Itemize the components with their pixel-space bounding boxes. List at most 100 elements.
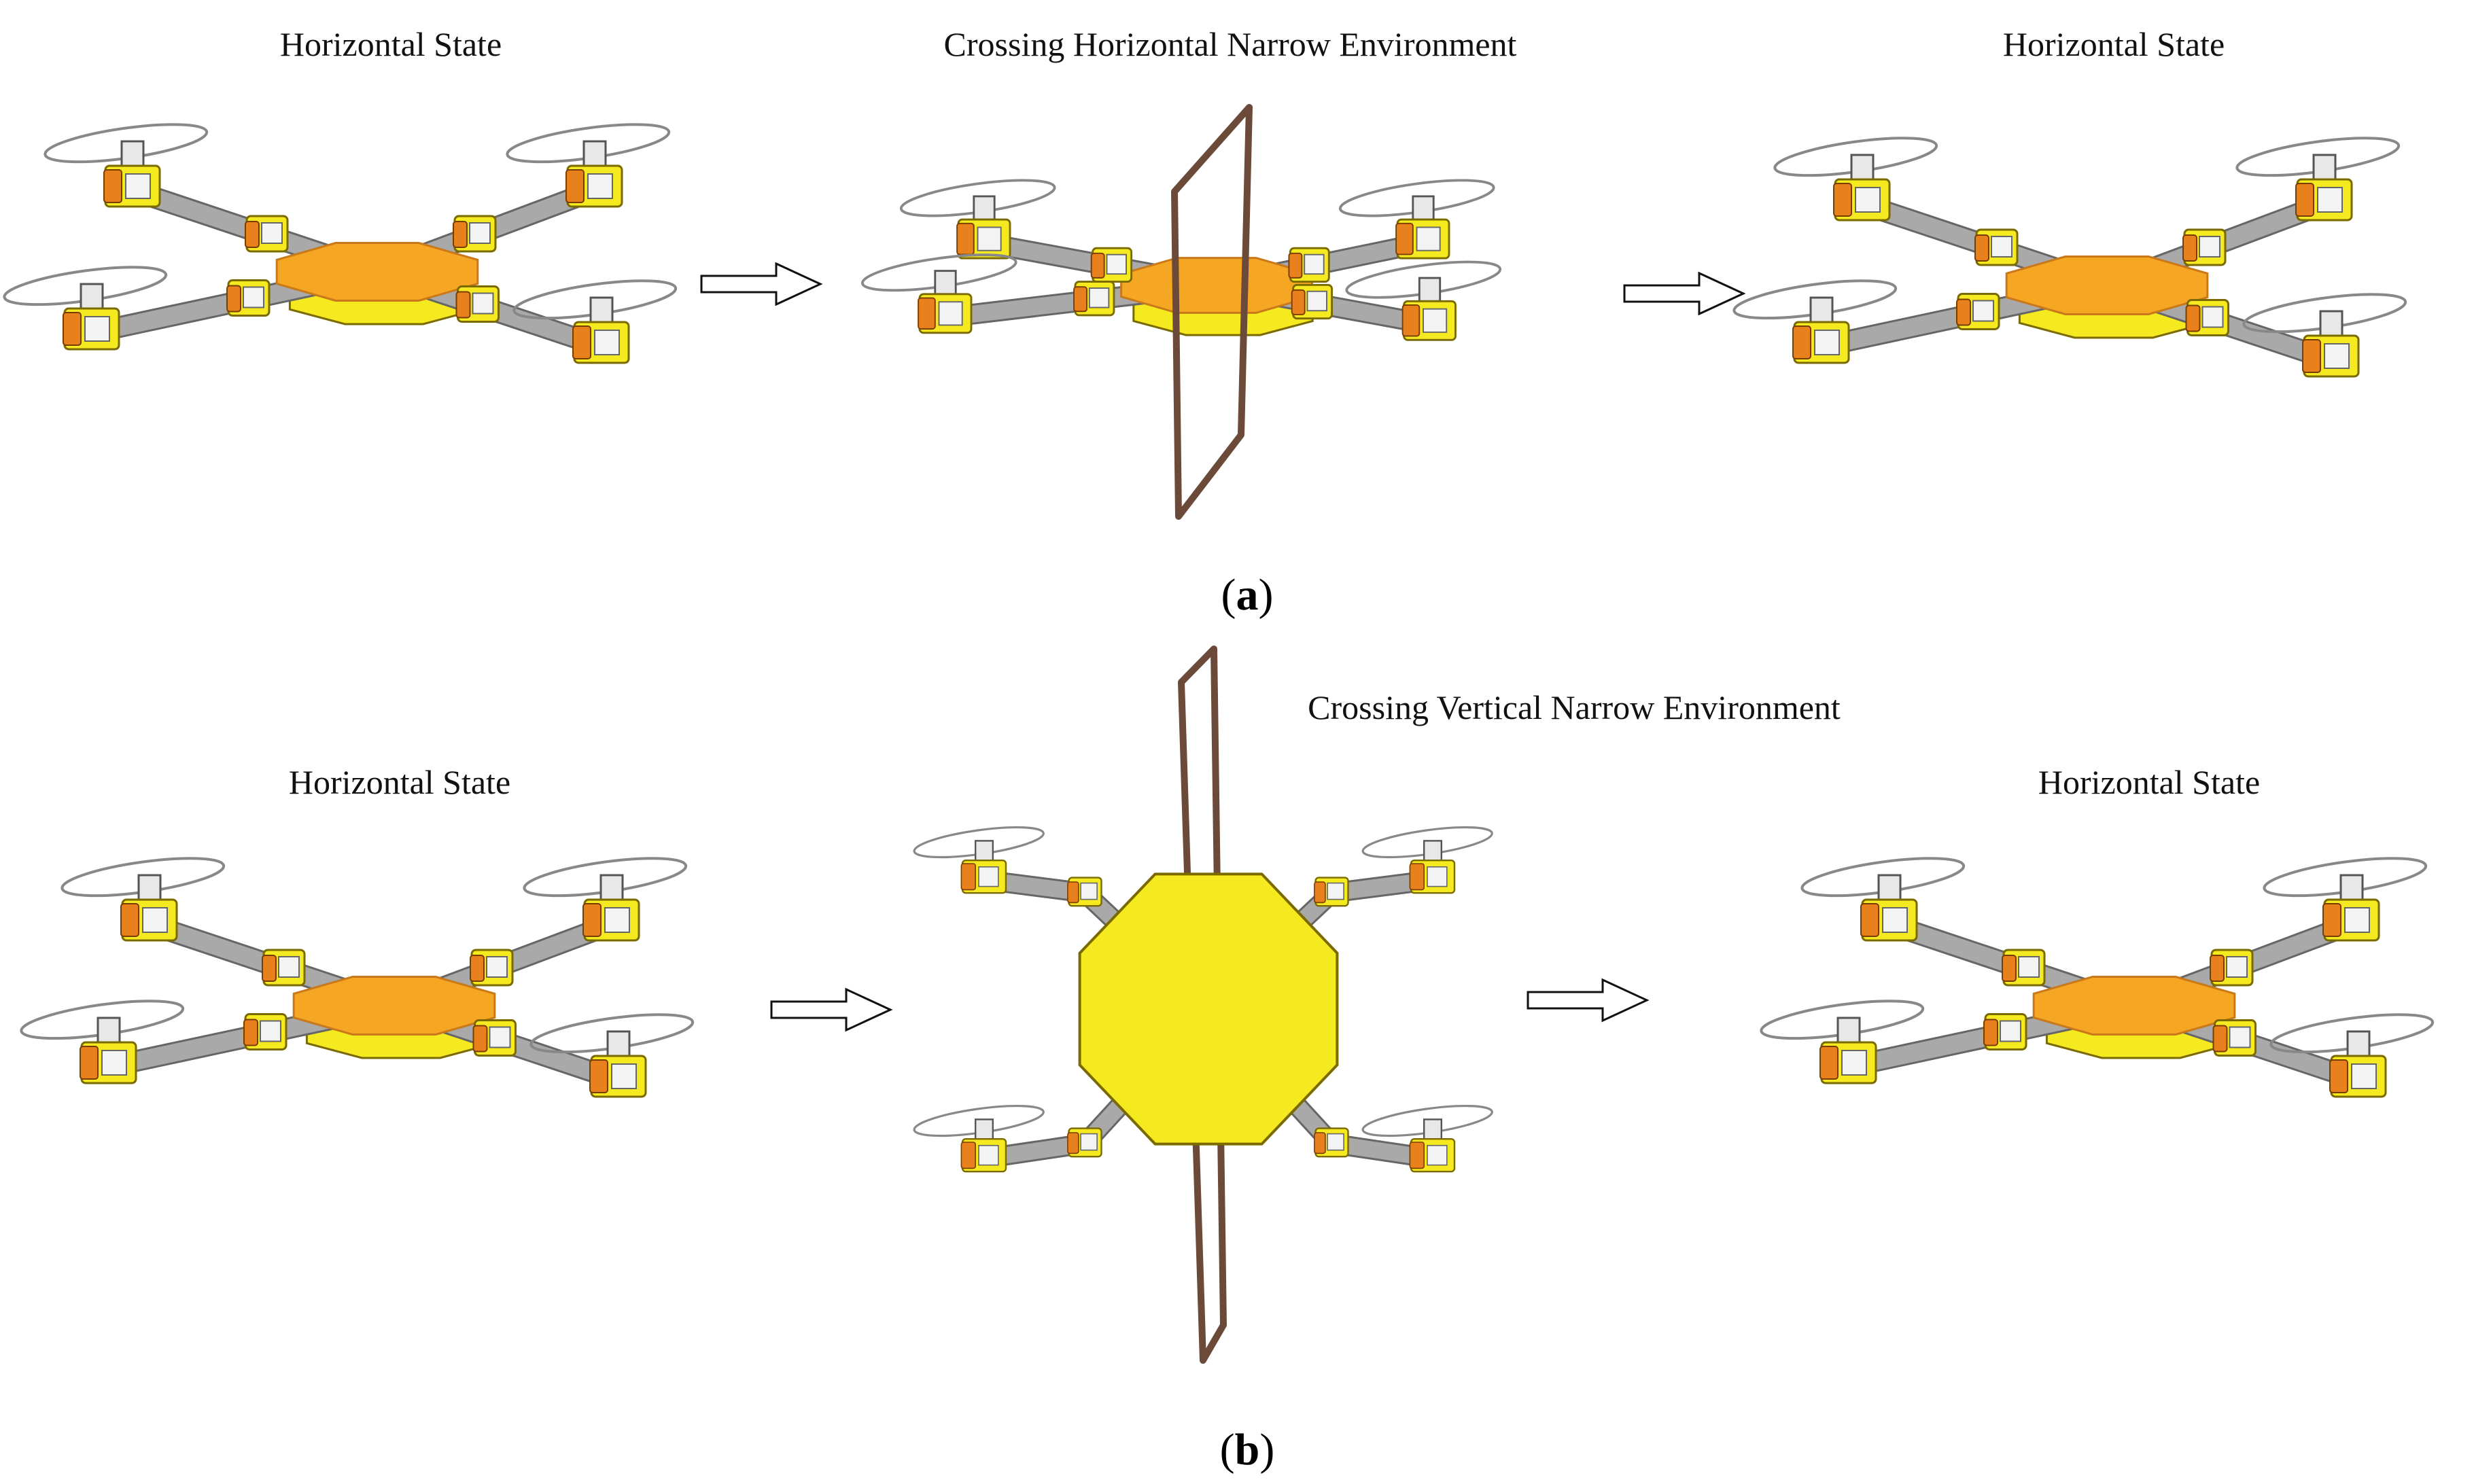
servo-bracket	[565, 169, 585, 203]
motor-icon	[1809, 296, 1834, 323]
motor-icon	[1423, 1118, 1443, 1140]
servo-window	[977, 226, 1002, 251]
panel-b-middle-label: Crossing Vertical Narrow Environment	[1308, 688, 1841, 726]
joint-window	[1991, 236, 2013, 258]
joint-3	[1956, 293, 2000, 330]
motor-unit-4	[512, 279, 678, 364]
joint-bracket	[2182, 234, 2197, 262]
motor-unit-4	[2269, 1013, 2435, 1098]
panel-b-caption: (b)	[1219, 1425, 1275, 1474]
joint-3	[226, 279, 271, 317]
motor-icon	[934, 270, 957, 296]
joint-bracket	[1956, 298, 1971, 326]
joint-bracket	[1067, 881, 1079, 904]
motor-icon	[599, 874, 624, 901]
servo-window	[587, 173, 613, 199]
joint-1	[262, 949, 306, 987]
joint-window	[1106, 253, 1127, 275]
joint-4	[2212, 1019, 2257, 1057]
joint-4	[1291, 283, 1333, 320]
joint-window	[1972, 300, 1994, 322]
motor-icon	[606, 1030, 631, 1057]
motor-unit-3	[860, 253, 1017, 334]
joint-window	[1088, 287, 1110, 308]
motor-unit-1	[60, 857, 226, 942]
servo-bracket	[1395, 222, 1414, 255]
joint-bracket	[1974, 234, 1989, 262]
joint-bracket	[1314, 881, 1326, 904]
servo-bracket	[572, 325, 591, 359]
servo-window	[101, 1050, 127, 1076]
servo-bracket	[1819, 1046, 1839, 1080]
joint-bracket	[455, 291, 471, 319]
motor-icon	[1418, 277, 1442, 302]
center-plate	[1120, 257, 1313, 314]
motor-icon	[80, 283, 104, 310]
panel-b-drone-middle	[913, 826, 1493, 1173]
motor-icon	[1850, 154, 1875, 181]
servo-bracket	[1409, 1142, 1425, 1169]
joint-bracket	[2212, 1025, 2228, 1053]
servo-window	[1427, 1144, 1448, 1166]
joint-window	[2199, 236, 2220, 258]
servo-bracket	[1833, 183, 1852, 217]
joint-3	[1983, 1013, 2027, 1050]
joint-2	[470, 949, 514, 987]
center-plate	[2005, 255, 2209, 315]
panel-b-arrow-2	[1527, 978, 1650, 1023]
joint-window	[1327, 882, 1344, 900]
motor-icon	[97, 1017, 121, 1044]
motor-unit-3	[1732, 279, 1898, 364]
motor-icon	[973, 195, 996, 221]
motor-icon	[2346, 1030, 2371, 1057]
joint-window	[260, 1020, 281, 1042]
servo-window	[594, 330, 620, 355]
center-plate	[1078, 872, 1339, 1146]
servo-bracket	[960, 863, 976, 891]
servo-bracket	[2302, 339, 2321, 373]
joint-1	[1067, 877, 1102, 907]
servo-window	[2344, 907, 2370, 933]
joint-bracket	[472, 1025, 488, 1053]
panel-a-drone-left	[3, 123, 678, 364]
joint-bracket	[1067, 1132, 1079, 1154]
servo-window	[2324, 343, 2350, 369]
panel-a-arrow-1	[700, 262, 823, 306]
joint-bracket	[1291, 289, 1306, 315]
joint-1	[2002, 949, 2046, 987]
joint-window	[469, 222, 491, 244]
servo-window	[1841, 1050, 1867, 1076]
joint-window	[1306, 290, 1327, 312]
motor-icon	[1423, 840, 1443, 862]
motor-unit-1	[1800, 857, 1966, 942]
joint-3	[243, 1013, 288, 1050]
motor-icon	[1877, 874, 1902, 901]
joint-window	[489, 1026, 511, 1048]
servo-bracket	[80, 1046, 99, 1080]
center-plate	[275, 242, 479, 302]
servo-bracket	[582, 903, 602, 937]
servo-bracket	[120, 903, 139, 937]
servo-window	[142, 907, 168, 933]
panel-b-left-label: Horizontal State	[288, 763, 511, 801]
motor-unit-1	[913, 826, 1045, 894]
joint-3	[1073, 281, 1115, 317]
joint-bracket	[1073, 286, 1087, 313]
panel-b-right-label: Horizontal State	[2038, 763, 2261, 801]
joint-1	[1090, 247, 1133, 283]
joint-bracket	[243, 1019, 258, 1046]
servo-window	[125, 173, 151, 199]
joint-bracket	[1288, 252, 1303, 279]
motor-unit-2	[2263, 857, 2428, 942]
servo-window	[1423, 308, 1448, 333]
motor-unit-4	[1345, 260, 1502, 341]
servo-window	[1416, 226, 1441, 251]
servo-window	[611, 1063, 637, 1089]
panel-a-right-label: Horizontal State	[2002, 25, 2225, 63]
joint-window	[472, 292, 494, 315]
motor-icon	[1412, 195, 1435, 221]
servo-window	[978, 866, 999, 887]
servo-window	[978, 1144, 999, 1166]
